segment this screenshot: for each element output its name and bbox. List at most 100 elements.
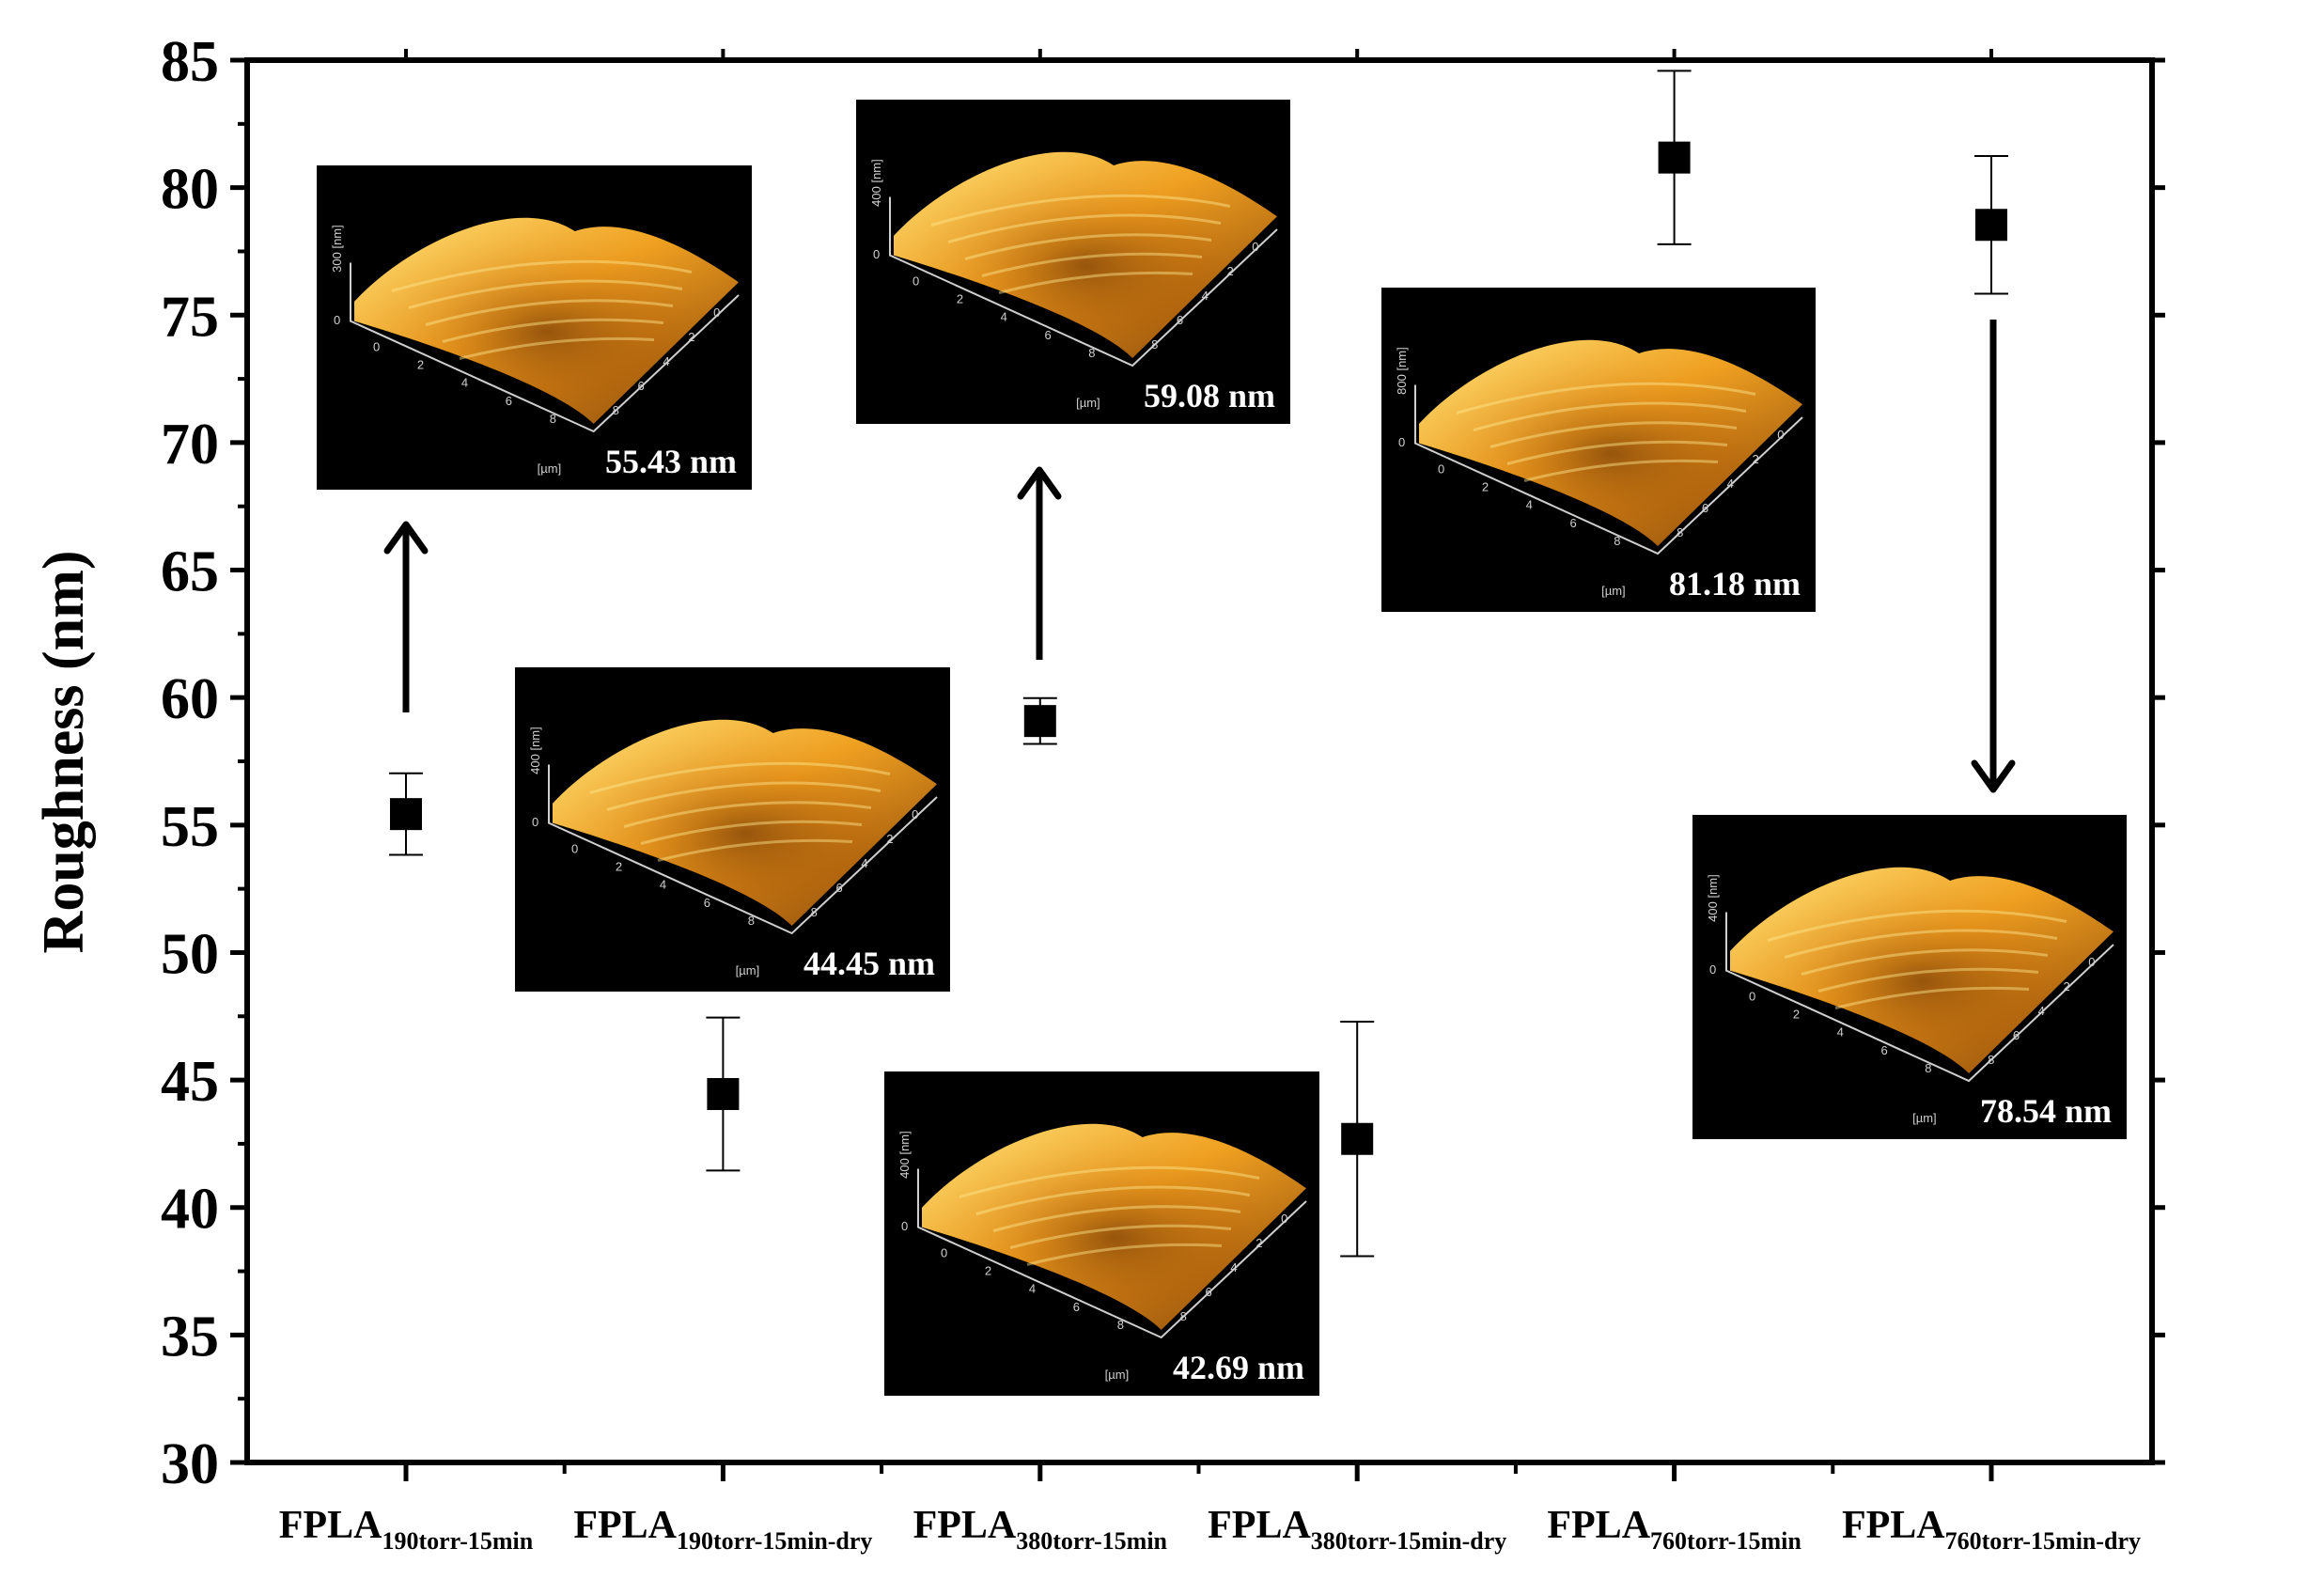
afm-x-tick: 6: [1044, 328, 1051, 342]
afm-z-tick: 800 [nm]: [1395, 347, 1409, 395]
afm-y-tick: 0: [713, 305, 720, 320]
afm-z-tick: 400 [nm]: [1706, 874, 1720, 922]
arrow-head: [383, 521, 429, 555]
x-category-label: FPLA760torr-15min: [1547, 1504, 1801, 1555]
afm-z-zero: 0: [901, 1219, 908, 1233]
afm-axes: [350, 262, 740, 433]
data-points-layer: [389, 70, 2008, 1258]
afm-axes: [917, 1168, 1307, 1339]
arrow-up: [383, 521, 429, 712]
axes-layer: 303540455055606570758085FPLA190torr-15mi…: [161, 30, 2165, 1555]
afm-y-tick: 2: [1226, 264, 1233, 278]
afm-ridge: [975, 1185, 1251, 1215]
afm-ridge: [930, 194, 1231, 227]
x-category-label: FPLA190torr-15min-dry: [573, 1504, 872, 1555]
afm-ridge: [992, 1205, 1241, 1232]
afm-z-tick: 400 [nm]: [897, 1131, 912, 1179]
afm-y-tick: 4: [1202, 289, 1209, 303]
afm-z-zero: 0: [334, 313, 340, 327]
afm-z-zero: 0: [873, 247, 880, 261]
afm-z-zero: 0: [1398, 435, 1405, 449]
y-tick-label: 50: [161, 922, 219, 986]
afm-axes: [889, 196, 1278, 367]
afm-z-tick: 400 [nm]: [528, 727, 542, 774]
afm-y-tick: 0: [1252, 240, 1258, 254]
x-category-label: FPLA190torr-15min: [279, 1504, 534, 1555]
y-tick-label: 45: [161, 1050, 219, 1114]
afm-ridge: [425, 299, 674, 326]
afm-x-tick: 0: [1749, 989, 1755, 1003]
afm-roughness-label: 59.08 nm: [1144, 377, 1275, 414]
afm-ridge: [408, 279, 683, 309]
afm-x-tick: 4: [1001, 310, 1007, 324]
afm-y-tick: 4: [1230, 1260, 1237, 1274]
afm-y-tick: 2: [2063, 979, 2069, 993]
data-point-group: [1657, 70, 1692, 245]
afm-y-tick: 2: [1752, 452, 1758, 466]
afm-x-tick: 0: [912, 274, 919, 288]
arrow-up: [1017, 466, 1062, 660]
afm-y-tick: 4: [663, 354, 669, 368]
afm-surface-shading: [894, 151, 1277, 358]
afm-ridge: [1456, 382, 1756, 414]
afm-x-tick: 2: [1793, 1008, 1800, 1022]
afm-y-tick: 6: [638, 379, 645, 393]
afm-x-tick: 2: [616, 860, 622, 874]
afm-y-tick: 2: [1256, 1236, 1262, 1250]
afm-x-tick: 4: [1837, 1025, 1844, 1040]
afm-y-tick: 6: [1702, 501, 1708, 515]
y-tick-label: 65: [161, 540, 219, 604]
data-point-marker: [1975, 209, 2007, 242]
afm-ridge: [1009, 1224, 1232, 1249]
afm-x-tick: 8: [1088, 346, 1095, 360]
afm-y-tick: 8: [613, 403, 619, 417]
afm-surface-shading: [922, 1123, 1306, 1330]
afm-z-zero: 0: [1709, 962, 1716, 977]
afm-ridge: [998, 271, 1193, 294]
afm-x-tick: 2: [1482, 480, 1489, 494]
afm-ridge: [606, 781, 881, 811]
data-point-marker: [707, 1078, 740, 1111]
afm-x-tick: 6: [1880, 1043, 1887, 1057]
afm-ridge: [1801, 948, 2049, 976]
afm-ridge: [1817, 967, 2039, 993]
afm-y-tick: 8: [1180, 1309, 1187, 1323]
afm-y-tick: 8: [1151, 337, 1158, 352]
afm-axes: [1414, 384, 1803, 555]
afm-z-zero: 0: [532, 815, 538, 829]
afm-x-tick: 0: [571, 841, 578, 855]
afm-x-tick: 4: [660, 878, 666, 892]
afm-y-tick: 8: [1677, 525, 1683, 539]
afm-y-tick: 0: [912, 807, 918, 821]
afm-x-tick: 4: [1526, 498, 1533, 512]
afm-y-tick: 0: [1777, 428, 1784, 442]
afm-ridge: [1784, 929, 2058, 959]
afm-surface-shading: [1730, 867, 2113, 1073]
afm-xy-unit: [µm]: [1912, 1111, 1937, 1125]
afm-x-tick: 2: [985, 1264, 991, 1278]
afm-x-tick: 8: [1925, 1061, 1931, 1075]
afm-ridge: [657, 838, 853, 862]
afm-x-tick: 2: [417, 358, 424, 372]
data-point-marker: [390, 798, 422, 831]
afm-x-tick: 6: [506, 394, 512, 408]
afm-xy-unit: [µm]: [1076, 396, 1100, 410]
afm-ridge: [1506, 440, 1728, 465]
arrows-layer: [383, 320, 2016, 793]
afm-roughness-label: 44.45 nm: [803, 945, 935, 982]
afm-y-tick: 8: [811, 905, 818, 919]
afm-x-tick: 4: [461, 376, 468, 390]
afm-ridge: [589, 761, 891, 794]
afm-roughness-label: 42.69 nm: [1173, 1349, 1304, 1386]
y-axis-label: Roughness (nm): [32, 551, 96, 954]
afm-xy-unit: [µm]: [1105, 1368, 1130, 1382]
afm-x-tick: 4: [1029, 1282, 1036, 1296]
afm-ridge: [391, 259, 693, 292]
afm-xy-unit: [µm]: [1601, 584, 1626, 598]
afm-x-tick: 0: [941, 1245, 947, 1259]
afm-y-tick: 0: [1281, 1212, 1287, 1226]
y-tick-label: 30: [161, 1432, 219, 1496]
